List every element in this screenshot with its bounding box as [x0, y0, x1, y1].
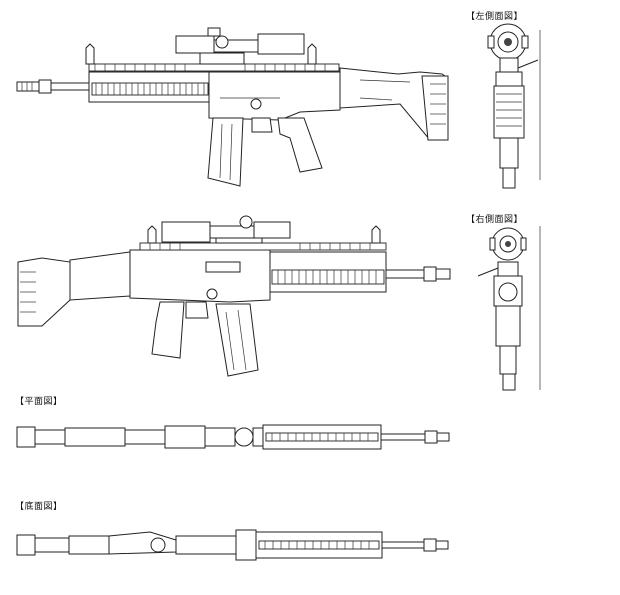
- left-side-view-label: 【左側面図】: [466, 12, 524, 22]
- plan-view-label: 【平面図】: [15, 397, 63, 407]
- right-side-view-label: 【右側面図】: [466, 215, 524, 225]
- rifle-bottom-view: [16, 529, 449, 561]
- rifle-end-view-right: [477, 226, 541, 391]
- bottom-view-label: 【底面図】: [15, 502, 63, 512]
- rifle-left-side-view: [16, 27, 449, 187]
- rifle-right-side-view: [17, 215, 451, 377]
- rifle-plan-view: [16, 424, 450, 450]
- rifle-end-view-left: [487, 23, 541, 189]
